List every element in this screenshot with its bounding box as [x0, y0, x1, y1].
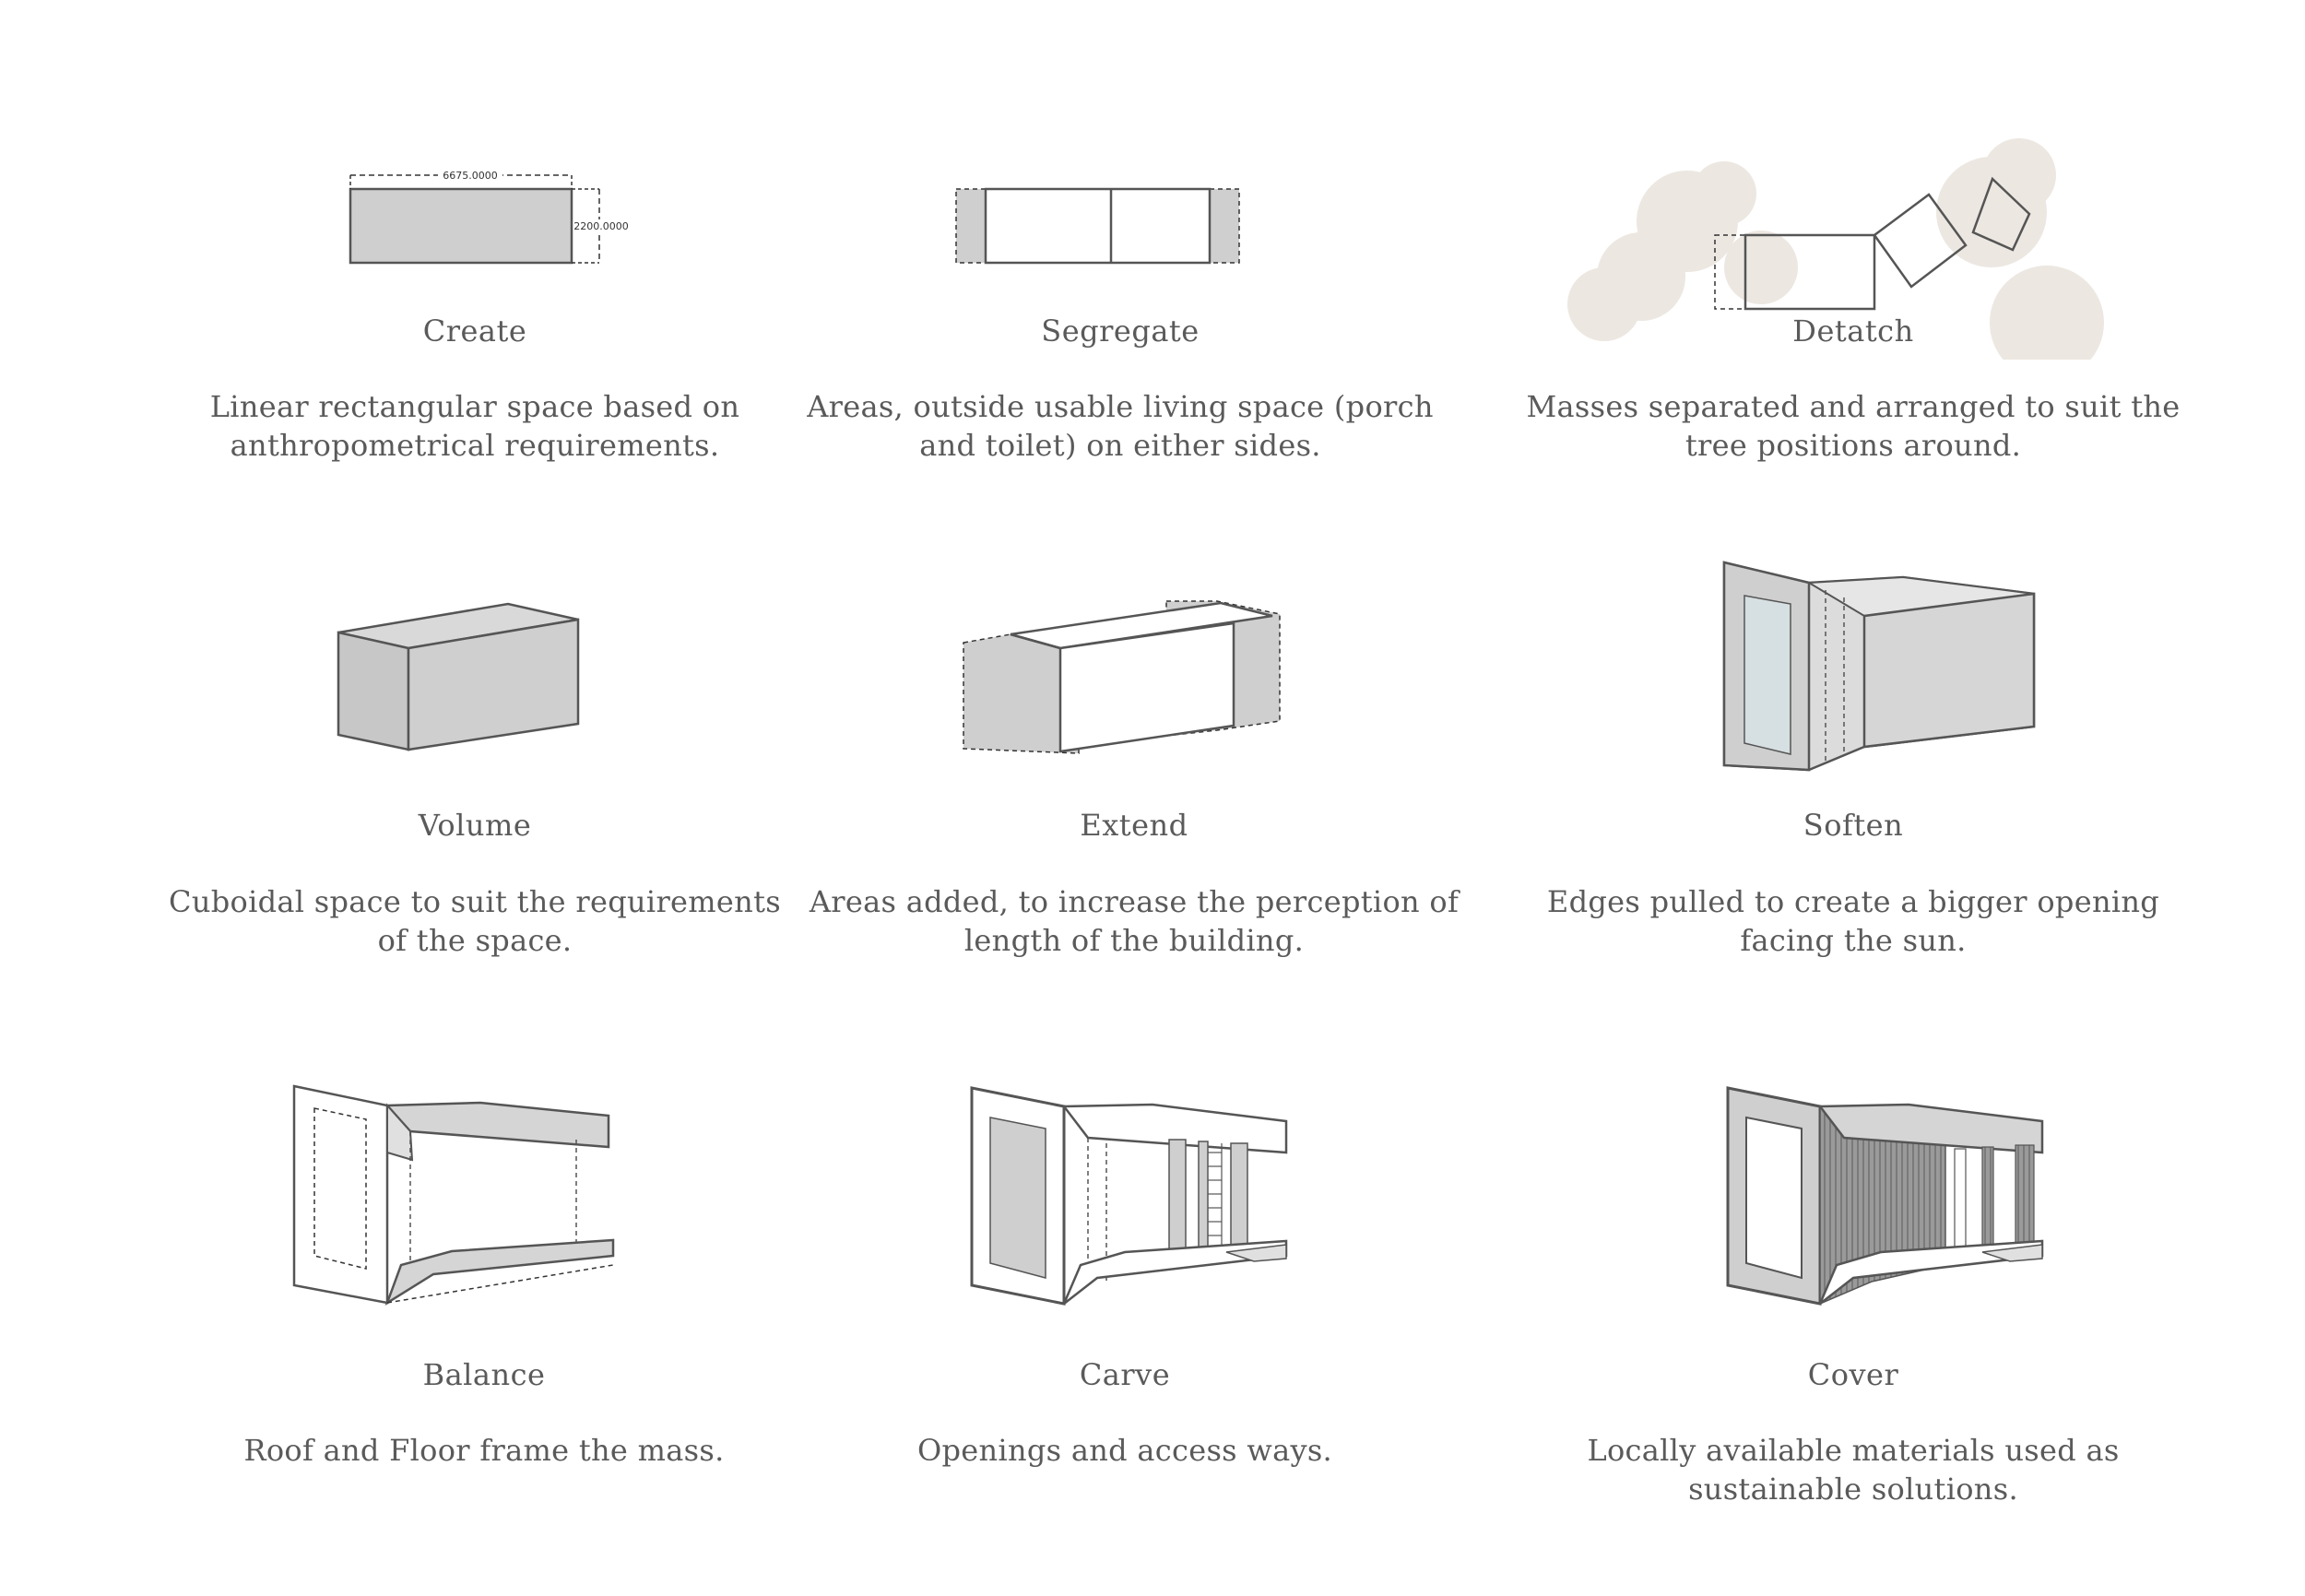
step-detatch: Detatch Masses separated and arranged to…: [1503, 138, 2204, 507]
step-description: Linear rectangular space based on anthro…: [209, 389, 740, 463]
carve-illustration: [774, 1060, 1475, 1337]
step-title: Detatch: [1792, 313, 1914, 349]
step-description: Areas, outside usable living space (porc…: [807, 389, 1434, 463]
segregate-illustration: [770, 138, 1471, 415]
tree-canopy-icon: [1567, 138, 2104, 360]
step-title: Cover: [1807, 1357, 1899, 1392]
dimension-height-label: 2200.0000: [573, 220, 629, 232]
step-description: Roof and Floor frame the mass.: [243, 1433, 725, 1468]
step-title: Create: [422, 313, 527, 349]
cover-illustration: [1503, 1060, 2204, 1337]
step-segregate: Segregate Areas, outside usable living s…: [770, 138, 1471, 507]
soften-illustration: [1503, 553, 2204, 830]
step-extend: Extend Areas added, to increase the perc…: [784, 553, 1484, 968]
step-title: Volume: [418, 808, 532, 843]
step-description: Openings and access ways.: [916, 1433, 1333, 1468]
step-title: Extend: [1080, 808, 1188, 843]
detatch-illustration: [1503, 138, 2204, 415]
dimension-width-label: 6675.0000: [443, 170, 498, 182]
step-description: Cuboidal space to suit the requirements …: [169, 884, 781, 958]
step-title: Soften: [1803, 808, 1904, 843]
step-cover: Cover Locally available materials used a…: [1503, 1060, 2204, 1521]
step-description: Locally available materials used as sust…: [1587, 1433, 2120, 1507]
volume-illustration: [124, 553, 825, 830]
step-carve: Carve Openings and access ways.: [774, 1060, 1475, 1521]
step-volume: Volume Cuboidal space to suit the requir…: [124, 553, 825, 968]
balance-illustration: [134, 1060, 834, 1337]
step-title: Segregate: [1041, 313, 1200, 349]
step-description: Areas added, to increase the perception …: [809, 884, 1460, 958]
step-soften: Soften Edges pulled to create a bigger o…: [1503, 553, 2204, 968]
step-description: Edges pulled to create a bigger opening …: [1546, 884, 2160, 958]
step-title: Carve: [1079, 1357, 1171, 1392]
step-title: Balance: [422, 1357, 546, 1392]
step-balance: Balance Roof and Floor frame the mass.: [134, 1060, 834, 1521]
step-create: 6675.0000 2200.0000 Create Linear rectan…: [124, 138, 825, 507]
extend-illustration: [784, 553, 1484, 830]
create-illustration: 6675.0000 2200.0000: [124, 138, 825, 415]
step-description: Masses separated and arranged to suit th…: [1526, 389, 2181, 463]
